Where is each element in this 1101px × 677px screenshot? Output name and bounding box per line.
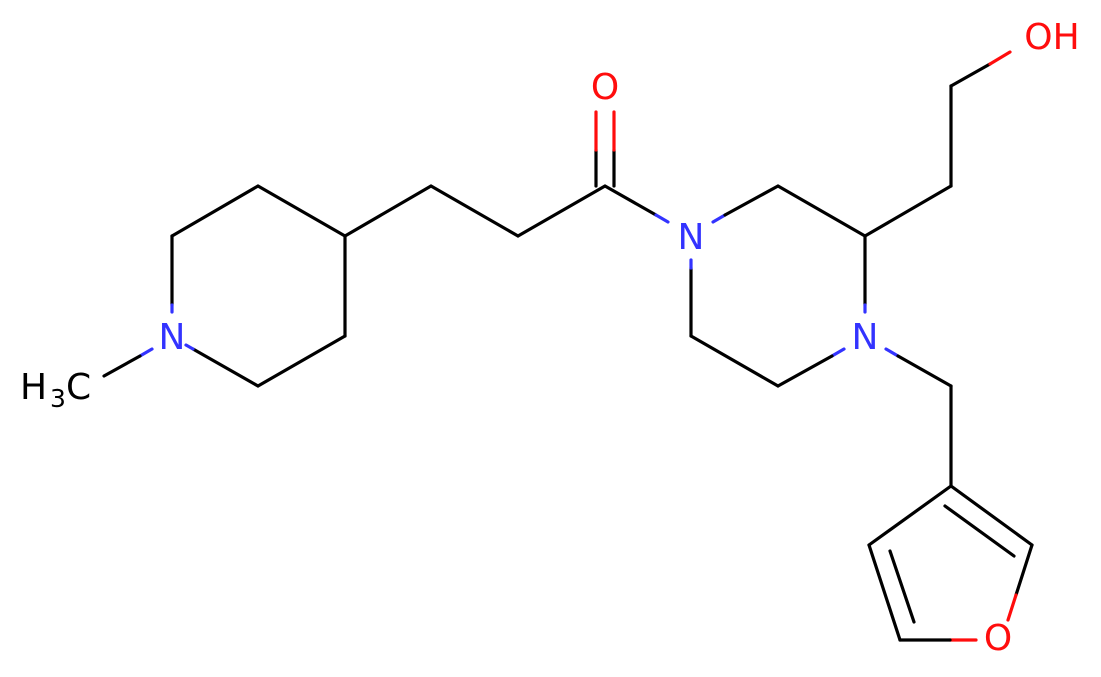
piperidine-ring [170,184,347,388]
o-carbonyl-label: O [591,67,619,108]
furan-ring [867,484,1034,642]
methyl-subscript: 3 [50,384,66,413]
methyl-label: H 3 C [20,367,91,413]
furanylmethyl-bond [884,347,953,488]
n-piperidine-label: N [159,317,186,358]
methyl-c: C [66,367,91,408]
piperazine-ring [689,184,867,388]
o-furan-label: O [984,618,1012,659]
carbonyl-double-bond [594,110,616,188]
methyl-h: H [20,367,47,408]
o-hydroxyl-label: OH [1024,17,1079,58]
n-methyl-bond [102,347,154,378]
hydroxyethyl-chain [863,50,1012,238]
n-piperazine-amide-label: N [678,217,705,258]
propanoyl-chain [343,184,670,238]
n-piperazine-benzyl-label: N [852,317,879,358]
